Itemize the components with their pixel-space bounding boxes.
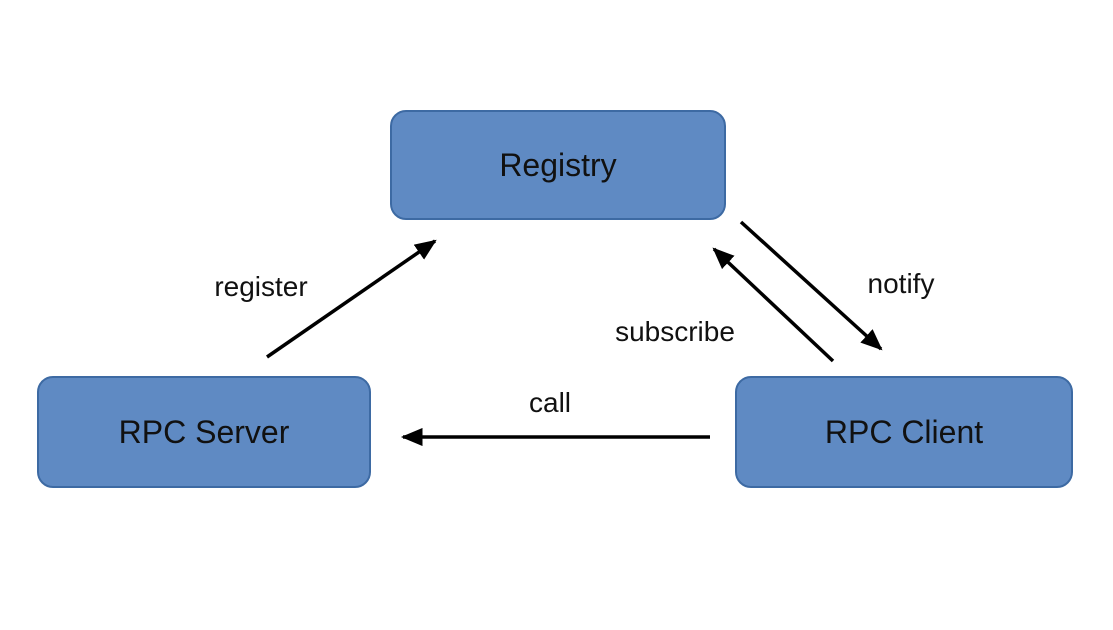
node-registry: Registry [390,110,726,220]
node-registry-label: Registry [499,146,617,183]
edge-label-subscribe: subscribe [615,316,735,347]
node-rpc-server-label: RPC Server [118,413,290,450]
subscribe-arrow [712,247,835,363]
edge-label-notify: notify [867,268,935,299]
register-arrow [266,239,437,359]
notify-arrow [739,220,883,351]
edge-label-call: call [528,387,572,418]
node-rpc-client: RPC Client [735,376,1073,488]
node-rpc-server: RPC Server [37,376,371,488]
node-rpc-client-label: RPC Client [824,413,984,450]
edge-label-register: register [214,271,308,302]
